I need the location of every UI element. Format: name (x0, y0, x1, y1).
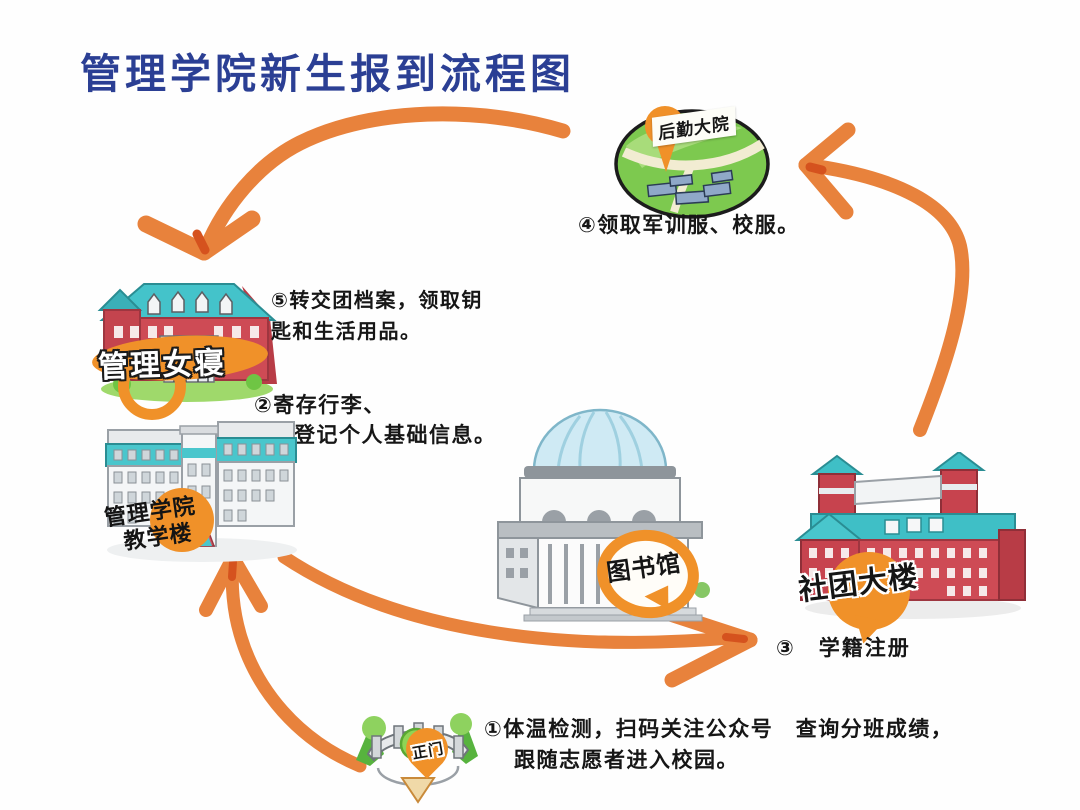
arrow-step3-to-step4 (798, 122, 970, 437)
dorm-badge-swirl (118, 352, 186, 420)
teaching-badge-background (150, 488, 214, 552)
dorm-label: 管理女寝 (97, 345, 227, 386)
logistics-map-pin-tail (655, 138, 677, 172)
step2-text: ②寄存行李、登记个人基础信息。 (254, 393, 497, 447)
arrow-step1-to-step2 (199, 551, 367, 773)
club-building-illustration (794, 452, 1026, 619)
step3-text: ③ 学籍注册 (776, 636, 911, 660)
step5-text: ⑤转交团档案，领取钥匙和生活用品。 (271, 288, 483, 343)
arrow-step4-to-step5 (137, 106, 571, 261)
step4-text: ④领取军训服、校服。 (578, 213, 800, 237)
club-badge-pin (828, 552, 910, 630)
page-title: 管理学院新生报到流程图 (80, 50, 575, 98)
step1-text: ①体温检测，扫码关注公众号 查询分班成绩，跟随志愿者进入校园。 (484, 717, 954, 772)
